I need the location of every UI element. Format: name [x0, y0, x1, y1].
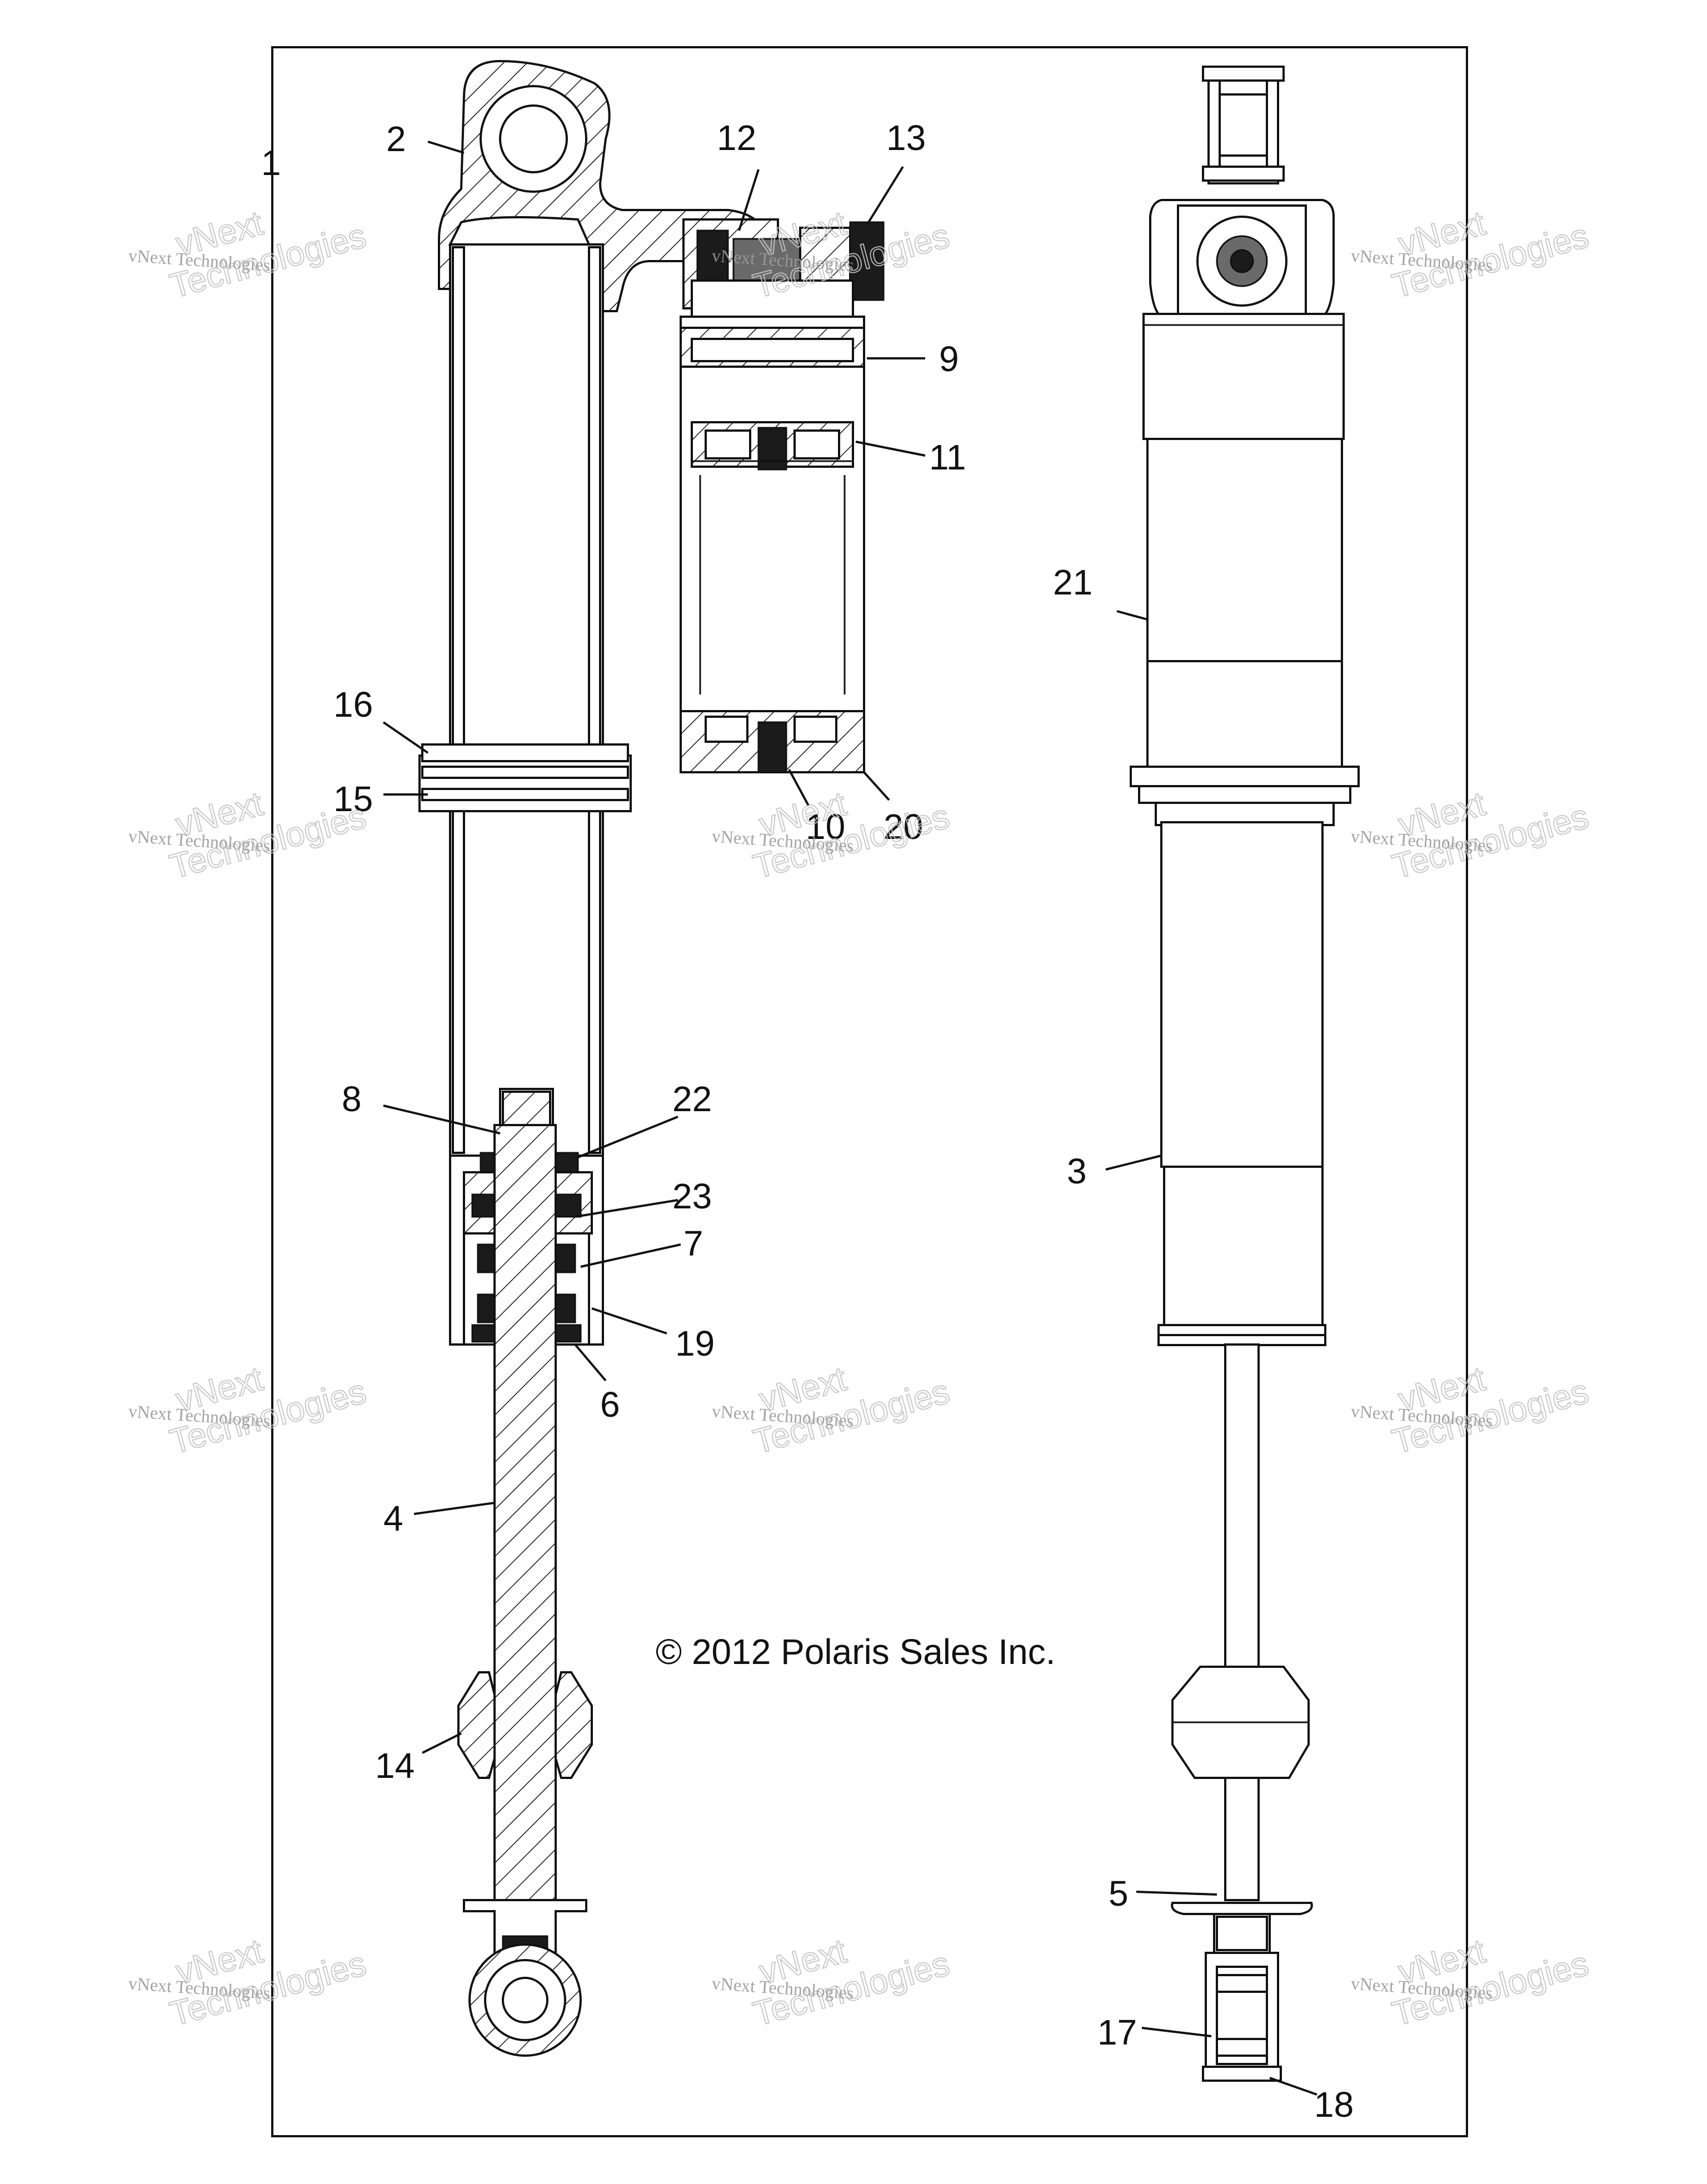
- watermark: vNext Technologies vNext Technologies: [128, 1359, 371, 1462]
- sectioned-shock: [418, 59, 885, 2057]
- watermark: vNext Technologies vNext Technologies: [128, 203, 371, 306]
- exterior-shock: [1130, 66, 1360, 2082]
- callout-6: 6: [600, 1385, 620, 1425]
- callout-14: 14: [375, 1746, 415, 1786]
- callout-19: 19: [675, 1323, 715, 1363]
- callout-13: 13: [886, 118, 926, 158]
- watermark: vNext Technologies vNext Technologies: [1350, 203, 1593, 306]
- callout-3: 3: [1067, 1151, 1087, 1191]
- callout-9: 9: [939, 339, 959, 379]
- watermark: vNext Technologies vNext Technologies: [711, 1359, 954, 1462]
- callout-16: 16: [333, 684, 373, 724]
- callout-8: 8: [342, 1079, 362, 1119]
- watermark: vNext Technologies vNext Technologies: [1350, 1931, 1593, 2034]
- callout-18: 18: [1314, 2085, 1354, 2125]
- shaft: [457, 1124, 593, 2057]
- callout-7: 7: [683, 1223, 703, 1263]
- diagram-frame: [271, 46, 1468, 2137]
- callout-11: 11: [929, 437, 966, 477]
- callout-2: 2: [386, 119, 406, 159]
- callout-1: 1: [261, 143, 281, 183]
- watermark: vNext Technologies vNext Technologies: [128, 1931, 371, 2034]
- watermark: vNext Technologies vNext Technologies: [711, 784, 954, 887]
- callout-21: 21: [1053, 562, 1092, 602]
- callout-15: 15: [333, 779, 373, 819]
- callout-22: 22: [672, 1079, 712, 1119]
- callout-20: 20: [884, 807, 923, 847]
- main-body-tube: [418, 243, 632, 1157]
- callout-17: 17: [1097, 2012, 1137, 2052]
- callout-5: 5: [1109, 1873, 1129, 1913]
- watermark: vNext Technologies vNext Technologies: [1350, 784, 1593, 887]
- callout-10: 10: [806, 807, 845, 847]
- leader-lines: [382, 141, 1317, 2096]
- copyright-notice: © 2012 Polaris Sales Inc.: [656, 1632, 1056, 1672]
- callout-23: 23: [672, 1176, 712, 1216]
- watermark: vNext Technologies vNext Technologies: [711, 1931, 954, 2034]
- callouts: 1 2 12 13 9 11 16 15 10 20 21 8 22 23 7 …: [261, 118, 1354, 2125]
- callout-4: 4: [383, 1498, 403, 1538]
- reservoir: [680, 279, 865, 773]
- callout-12: 12: [717, 118, 756, 158]
- watermark: vNext Technologies vNext Technologies: [1350, 1359, 1593, 1462]
